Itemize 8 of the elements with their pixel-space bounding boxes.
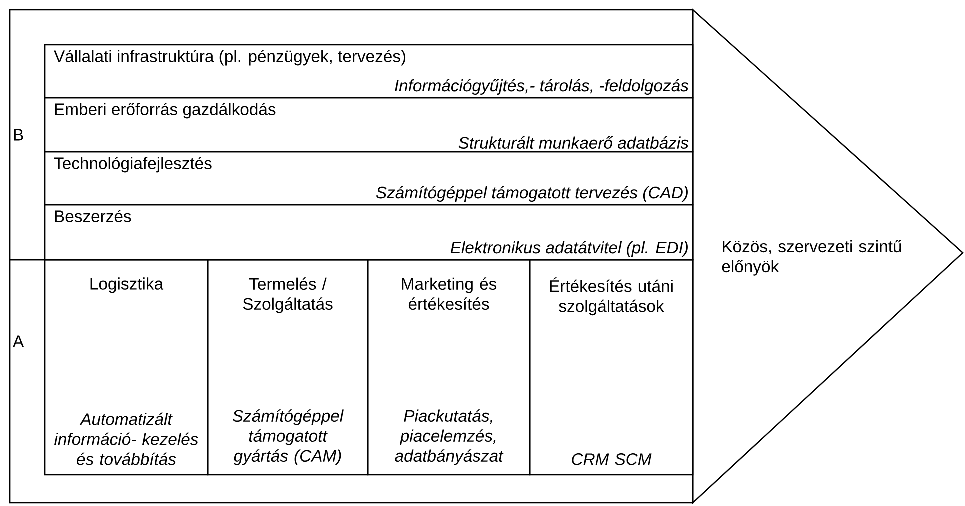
activity-cell: Logisztika Automatizált információ- kezelés és továbbítás [44,259,209,476]
activity-cell: Marketing és értékesítés Piackutatás, piacelemzés, adatbányászat [367,259,531,476]
activity-cell: Termelés / Szolgáltatás Számítógéppel támogatott gyártás (CAM) [207,259,369,476]
activity-row: Vállalati infrastruktúra (pl. pénzügyek, tervezés) Információgyűjtés,- tárolás, -feldolgozás [44,44,694,99]
activity-row: Beszerzés Elektronikus adatátvitel (pl. EDI) [44,204,694,261]
activity-cell: Értékesítés utáni szolgáltatások CRM SCM [529,259,694,476]
activity-row: Emberi erőforrás gazdálkodás Strukturált munkaerő adatbázis [44,97,694,153]
activity-row: Technológiafejlesztés Számítógéppel támogatott tervezés (CAD) [44,151,694,206]
